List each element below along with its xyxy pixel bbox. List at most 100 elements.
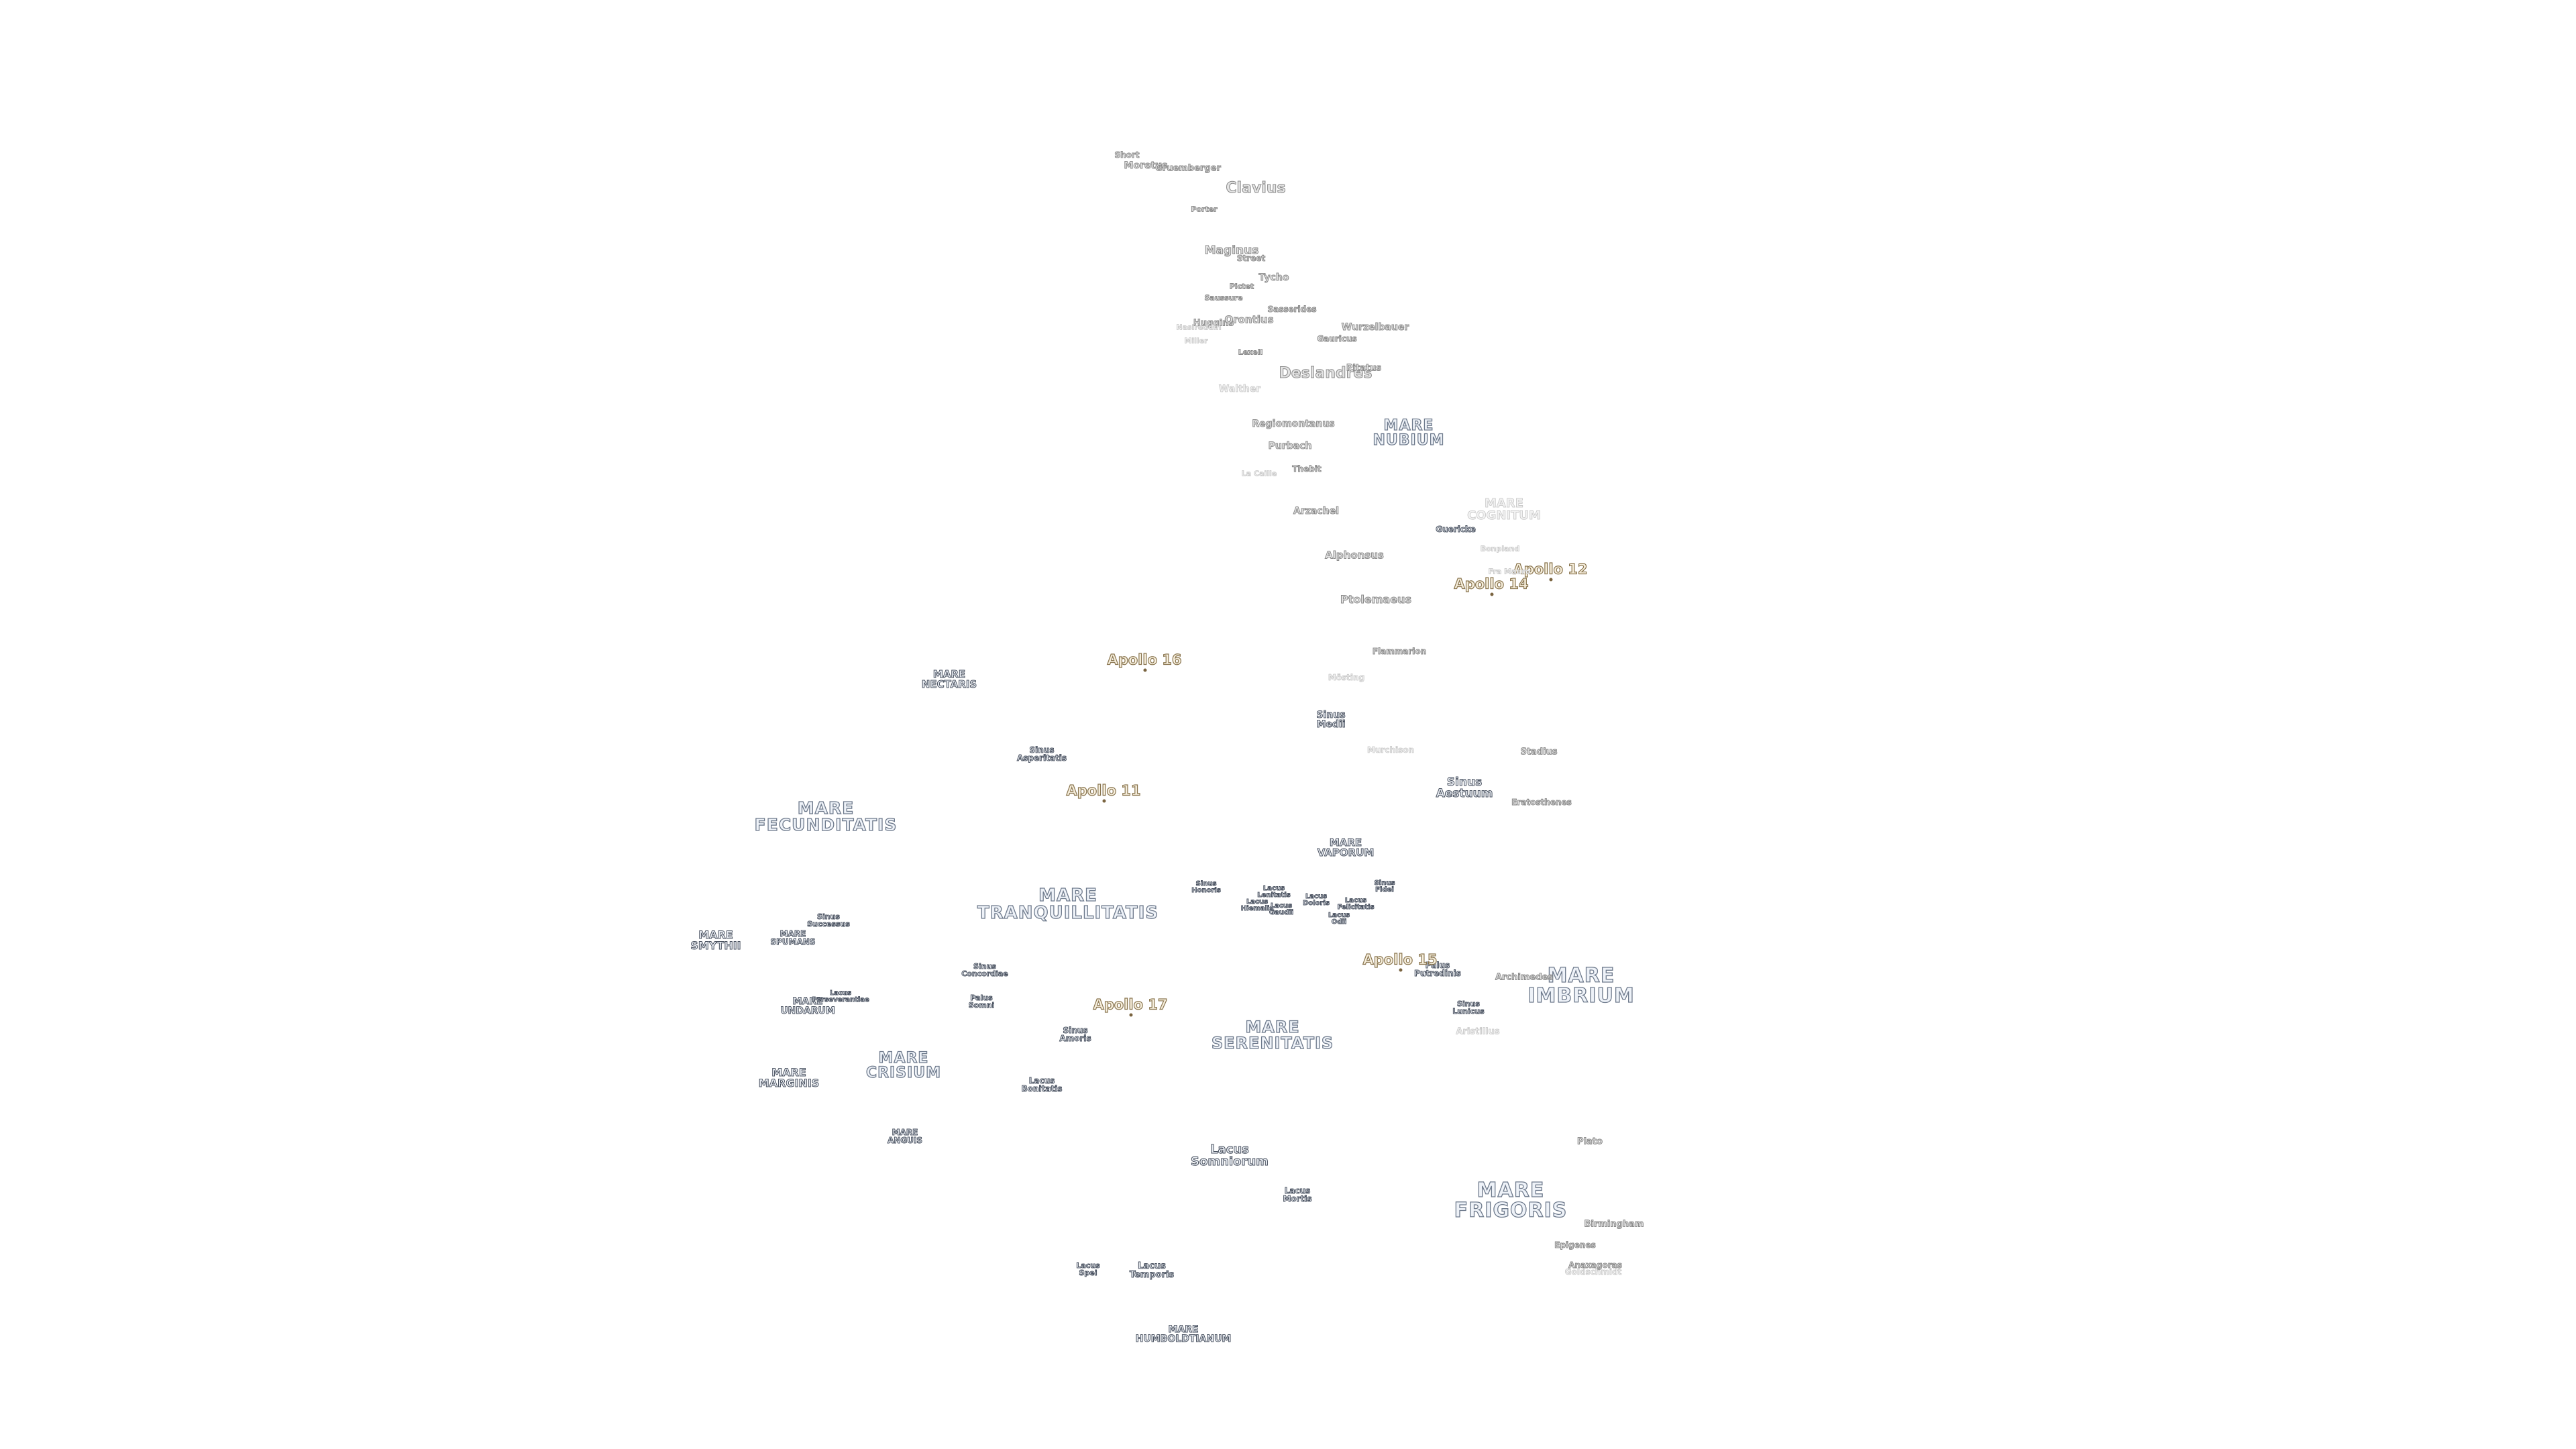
label-crater-plato[interactable]: Plato (1577, 1137, 1603, 1146)
label-apollo-15[interactable]: Apollo 15 (1362, 952, 1438, 972)
label-crater-guericke[interactable]: Guericke (1436, 525, 1476, 534)
label-crater-epigenes[interactable]: Epigenes (1554, 1240, 1596, 1250)
label-crater-moretus[interactable]: Moretus (1124, 161, 1168, 171)
label-apollo-17[interactable]: Apollo 17 (1093, 997, 1168, 1017)
label-crater-huggins[interactable]: Huggins (1193, 319, 1234, 328)
label-crater-archimedes[interactable]: Archimedes (1495, 973, 1553, 982)
label-crater-goldschmidt[interactable]: Goldschmidt (1564, 1268, 1621, 1277)
label-crater-porter[interactable]: Porter (1191, 205, 1218, 213)
label-crater-maginus[interactable]: Maginus (1204, 245, 1259, 257)
label-crater-gauricus-line-0: Gauricus (1317, 334, 1357, 343)
label-crater-la-caille[interactable]: La Caille (1241, 470, 1277, 478)
label-crater-anaxagoras[interactable]: Anaxagoras (1568, 1261, 1623, 1270)
label-crater-orontius[interactable]: Orontius (1224, 313, 1274, 326)
label-crater-sasserides[interactable]: Sasserides (1267, 305, 1317, 314)
label-crater-miller[interactable]: Miller (1184, 337, 1208, 345)
label-crater-gauricus[interactable]: Gauricus (1317, 334, 1357, 343)
label-crater-pictet[interactable]: Pictet (1229, 282, 1254, 290)
label-crater-walther[interactable]: Walther (1218, 384, 1260, 394)
label-crater-eratosthenes[interactable]: Eratosthenes (1511, 798, 1572, 807)
label-crater-stadius[interactable]: Stadius (1520, 747, 1558, 757)
label-apollo-11[interactable]: Apollo 11 (1066, 783, 1141, 803)
label-crater-street[interactable]: Street (1236, 254, 1265, 263)
label-crater-pitatus[interactable]: Pitatus (1346, 364, 1381, 373)
label-crater-wurzelbauer[interactable]: Wurzelbauer (1341, 323, 1409, 333)
label-crater-thebit[interactable]: Thebit (1292, 465, 1322, 474)
label-crater-lexell[interactable]: Lexell (1238, 348, 1263, 356)
label-lacus-mortis-line-1: Mortis (1283, 1194, 1312, 1203)
label-crater-fra-mauro[interactable]: Fra Mauro (1488, 568, 1530, 576)
label-crater-purbach[interactable]: Purbach (1268, 441, 1312, 451)
label-crater-short[interactable]: Short (1114, 151, 1140, 160)
label-crater-deslandres[interactable]: Deslandres (1279, 366, 1373, 381)
label-sinus-asperitatis-line-1: Asperitatis (1016, 753, 1067, 763)
label-crater-ptolemaeus[interactable]: Ptolemaeus (1340, 594, 1412, 605)
label-apollo-14-line-0: Apollo 14 (1454, 576, 1529, 592)
label-sinus-medii-line-1: Medii (1316, 719, 1346, 730)
label-crater-bonpland[interactable]: Bonpland (1480, 544, 1520, 553)
label-apollo-16[interactable]: Apollo 16 (1107, 652, 1182, 672)
label-crater-regiomontanus[interactable]: Regiomontanus (1252, 419, 1335, 429)
label-crater-saussure[interactable]: Saussure (1204, 294, 1243, 302)
label-crater-archimedes-line-0: Archimedes (1495, 972, 1554, 983)
label-crater-murchison-line-0: Murchison (1366, 745, 1415, 755)
label-crater-murchison[interactable]: Murchison (1366, 745, 1415, 755)
label-crater-bonpland-line-0: Bonpland (1480, 544, 1520, 553)
label-crater-aristillus[interactable]: Aristillus (1456, 1027, 1500, 1036)
label-crater-birmingham[interactable]: Birmingham (1584, 1220, 1644, 1229)
label-crater-nasireddin[interactable]: Nasireddin (1176, 323, 1222, 331)
label-crater-flammarion[interactable]: Flammarion (1372, 647, 1426, 656)
label-crater-arzachel[interactable]: Arzachel (1293, 506, 1340, 517)
label-apollo-14[interactable]: Apollo 14 (1454, 576, 1529, 596)
label-crater-mosting[interactable]: Mösting (1328, 674, 1364, 682)
label-apollo-12[interactable]: Apollo 12 (1513, 561, 1588, 582)
label-crater-alphonsus[interactable]: Alphonsus (1325, 550, 1385, 561)
label-crater-orontius-line-0: Orontius (1224, 313, 1274, 326)
label-crater-clavius[interactable]: Clavius (1226, 180, 1286, 196)
label-crater-epigenes-line-0: Epigenes (1554, 1240, 1596, 1250)
label-crater-tycho[interactable]: Tycho (1258, 273, 1289, 283)
label-crater-mosting-line-0: Mösting (1328, 673, 1365, 682)
label-crater-gruemberger[interactable]: Gruemberger (1155, 164, 1222, 173)
